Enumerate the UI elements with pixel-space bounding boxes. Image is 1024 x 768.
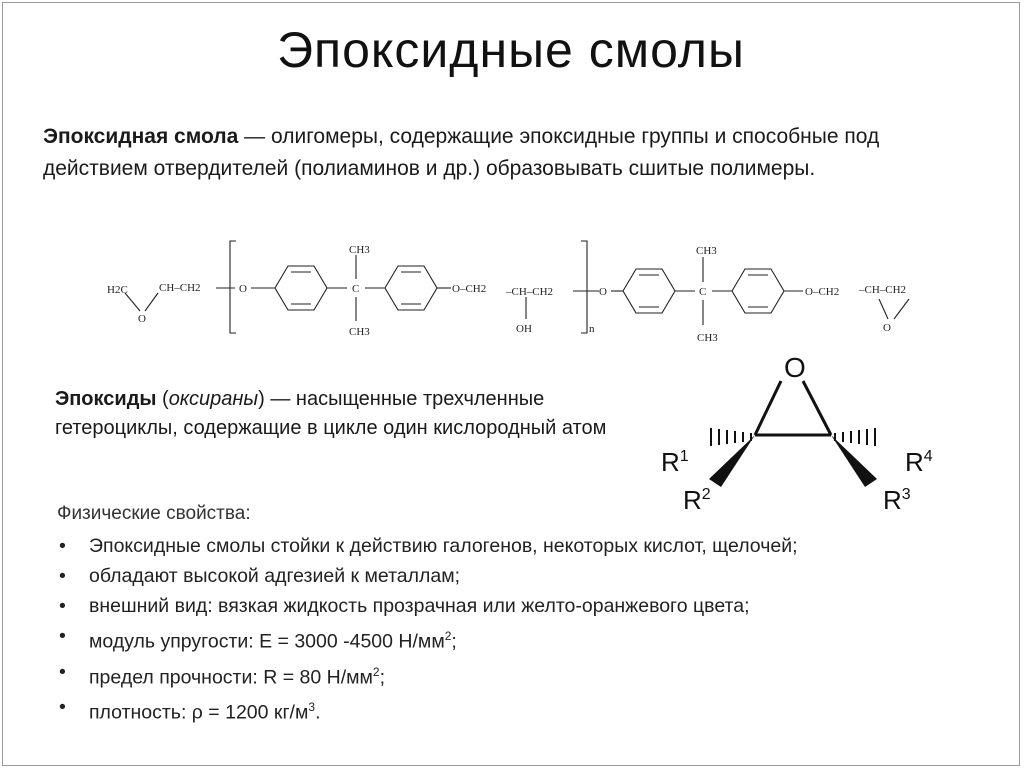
oxirane-r3: R3 (883, 485, 911, 515)
epoxides-open: ( (156, 388, 169, 410)
oxirane-oxygen: O (784, 352, 806, 383)
formula-epoxide-o-left: O (138, 313, 146, 325)
formula-ch3-top-2: CH3 (696, 245, 717, 257)
oxirane-r1: R1 (661, 447, 689, 477)
formula-ch3-bottom-2: CH3 (697, 332, 718, 344)
definition-paragraph: Эпоксидная смола — олигомеры, содержащие… (43, 121, 973, 185)
property-item: • модуль упругости: E = 3000 -4500 Н/мм2; (55, 621, 955, 657)
property-tail: ; (379, 666, 386, 688)
formula-epoxide-o-right: O (883, 322, 891, 334)
property-tail: . (315, 701, 321, 724)
property-text: внешний вид: вязкая жидкость прозрачная … (89, 595, 750, 617)
property-superscript: 2 (372, 664, 380, 679)
property-text: модуль упругости: E = 3000 -4500 Н/мм (89, 630, 445, 653)
slide-title: Эпоксидные смолы (277, 22, 745, 78)
oxirane-r4: R4 (905, 447, 933, 477)
epoxides-paragraph: Эпоксиды (оксираны) — насыщенные трехчле… (55, 385, 635, 443)
definition-text: — олигомеры, содержащие эпоксидные групп… (43, 125, 880, 180)
formula-ether-o-1: O (239, 283, 247, 295)
property-item: • обладают высокой адгезией к металлам; (55, 561, 955, 591)
property-text: обладают высокой адгезией к металлам; (89, 565, 461, 587)
formula-n: n (589, 323, 595, 335)
property-tail: ; (451, 630, 457, 653)
property-text: плотность: ρ = 1200 кг/м (89, 701, 309, 724)
property-superscript: 3 (308, 700, 316, 714)
formula-o-ch2: O–CH2 (452, 283, 486, 295)
formula-ch-ch2-middle: –CH–CH2 (505, 286, 553, 298)
epoxides-synonym: оксираны (168, 388, 259, 410)
bullet-icon: • (59, 565, 66, 587)
properties-title: Физические свойства: (57, 503, 251, 524)
epoxides-term: Эпоксиды (55, 388, 157, 410)
formula-h2c: H2C (107, 284, 128, 296)
epoxy-resin-formula: H2C CH–CH2 O O CH3 C CH3 O–CH2 –CH–CH2 O… (107, 240, 910, 344)
epoxides-text: ) — насыщенные трехчленные гетероциклы, … (55, 388, 607, 439)
formula-c-2: C (699, 286, 706, 298)
formula-ch3-bottom-1: CH3 (349, 326, 370, 338)
property-item: • плотность: ρ = 1200 кг/м3. (55, 692, 955, 728)
property-text: предел прочности: R = 80 Н/мм (89, 666, 373, 688)
property-item: • предел прочности: R = 80 Н/мм2; (55, 657, 955, 693)
bullet-icon: • (59, 660, 66, 683)
property-item: • Эпоксидные смолы стойки к действию гало… (55, 531, 955, 561)
bullet-icon: • (59, 595, 66, 617)
property-superscript: 2 (444, 629, 452, 643)
bullet-icon: • (59, 625, 66, 647)
formula-oh: OH (516, 323, 532, 335)
oxirane-structure: O R1 R2 R3 R4 (661, 352, 933, 515)
formula-ch-ch2-left: CH–CH2 (159, 282, 201, 294)
definition-term: Эпоксидная смола (43, 125, 239, 148)
bullet-icon: • (59, 535, 66, 557)
formula-end-o-ch2: O–CH2 (805, 286, 839, 298)
property-item: • внешний вид: вязкая жидкость прозрачная… (55, 591, 955, 621)
properties-list: • Эпоксидные смолы стойки к действию гало… (55, 531, 955, 728)
formula-ch3-top-1: CH3 (349, 244, 370, 256)
oxirane-r2: R2 (683, 485, 711, 515)
formula-end-ch-ch2: –CH–CH2 (858, 284, 906, 296)
bullet-icon: • (59, 696, 66, 718)
formula-ether-o-2: O (599, 286, 607, 298)
property-text: Эпоксидные смолы стойки к действию галог… (89, 535, 798, 557)
formula-c-1: C (352, 283, 359, 295)
